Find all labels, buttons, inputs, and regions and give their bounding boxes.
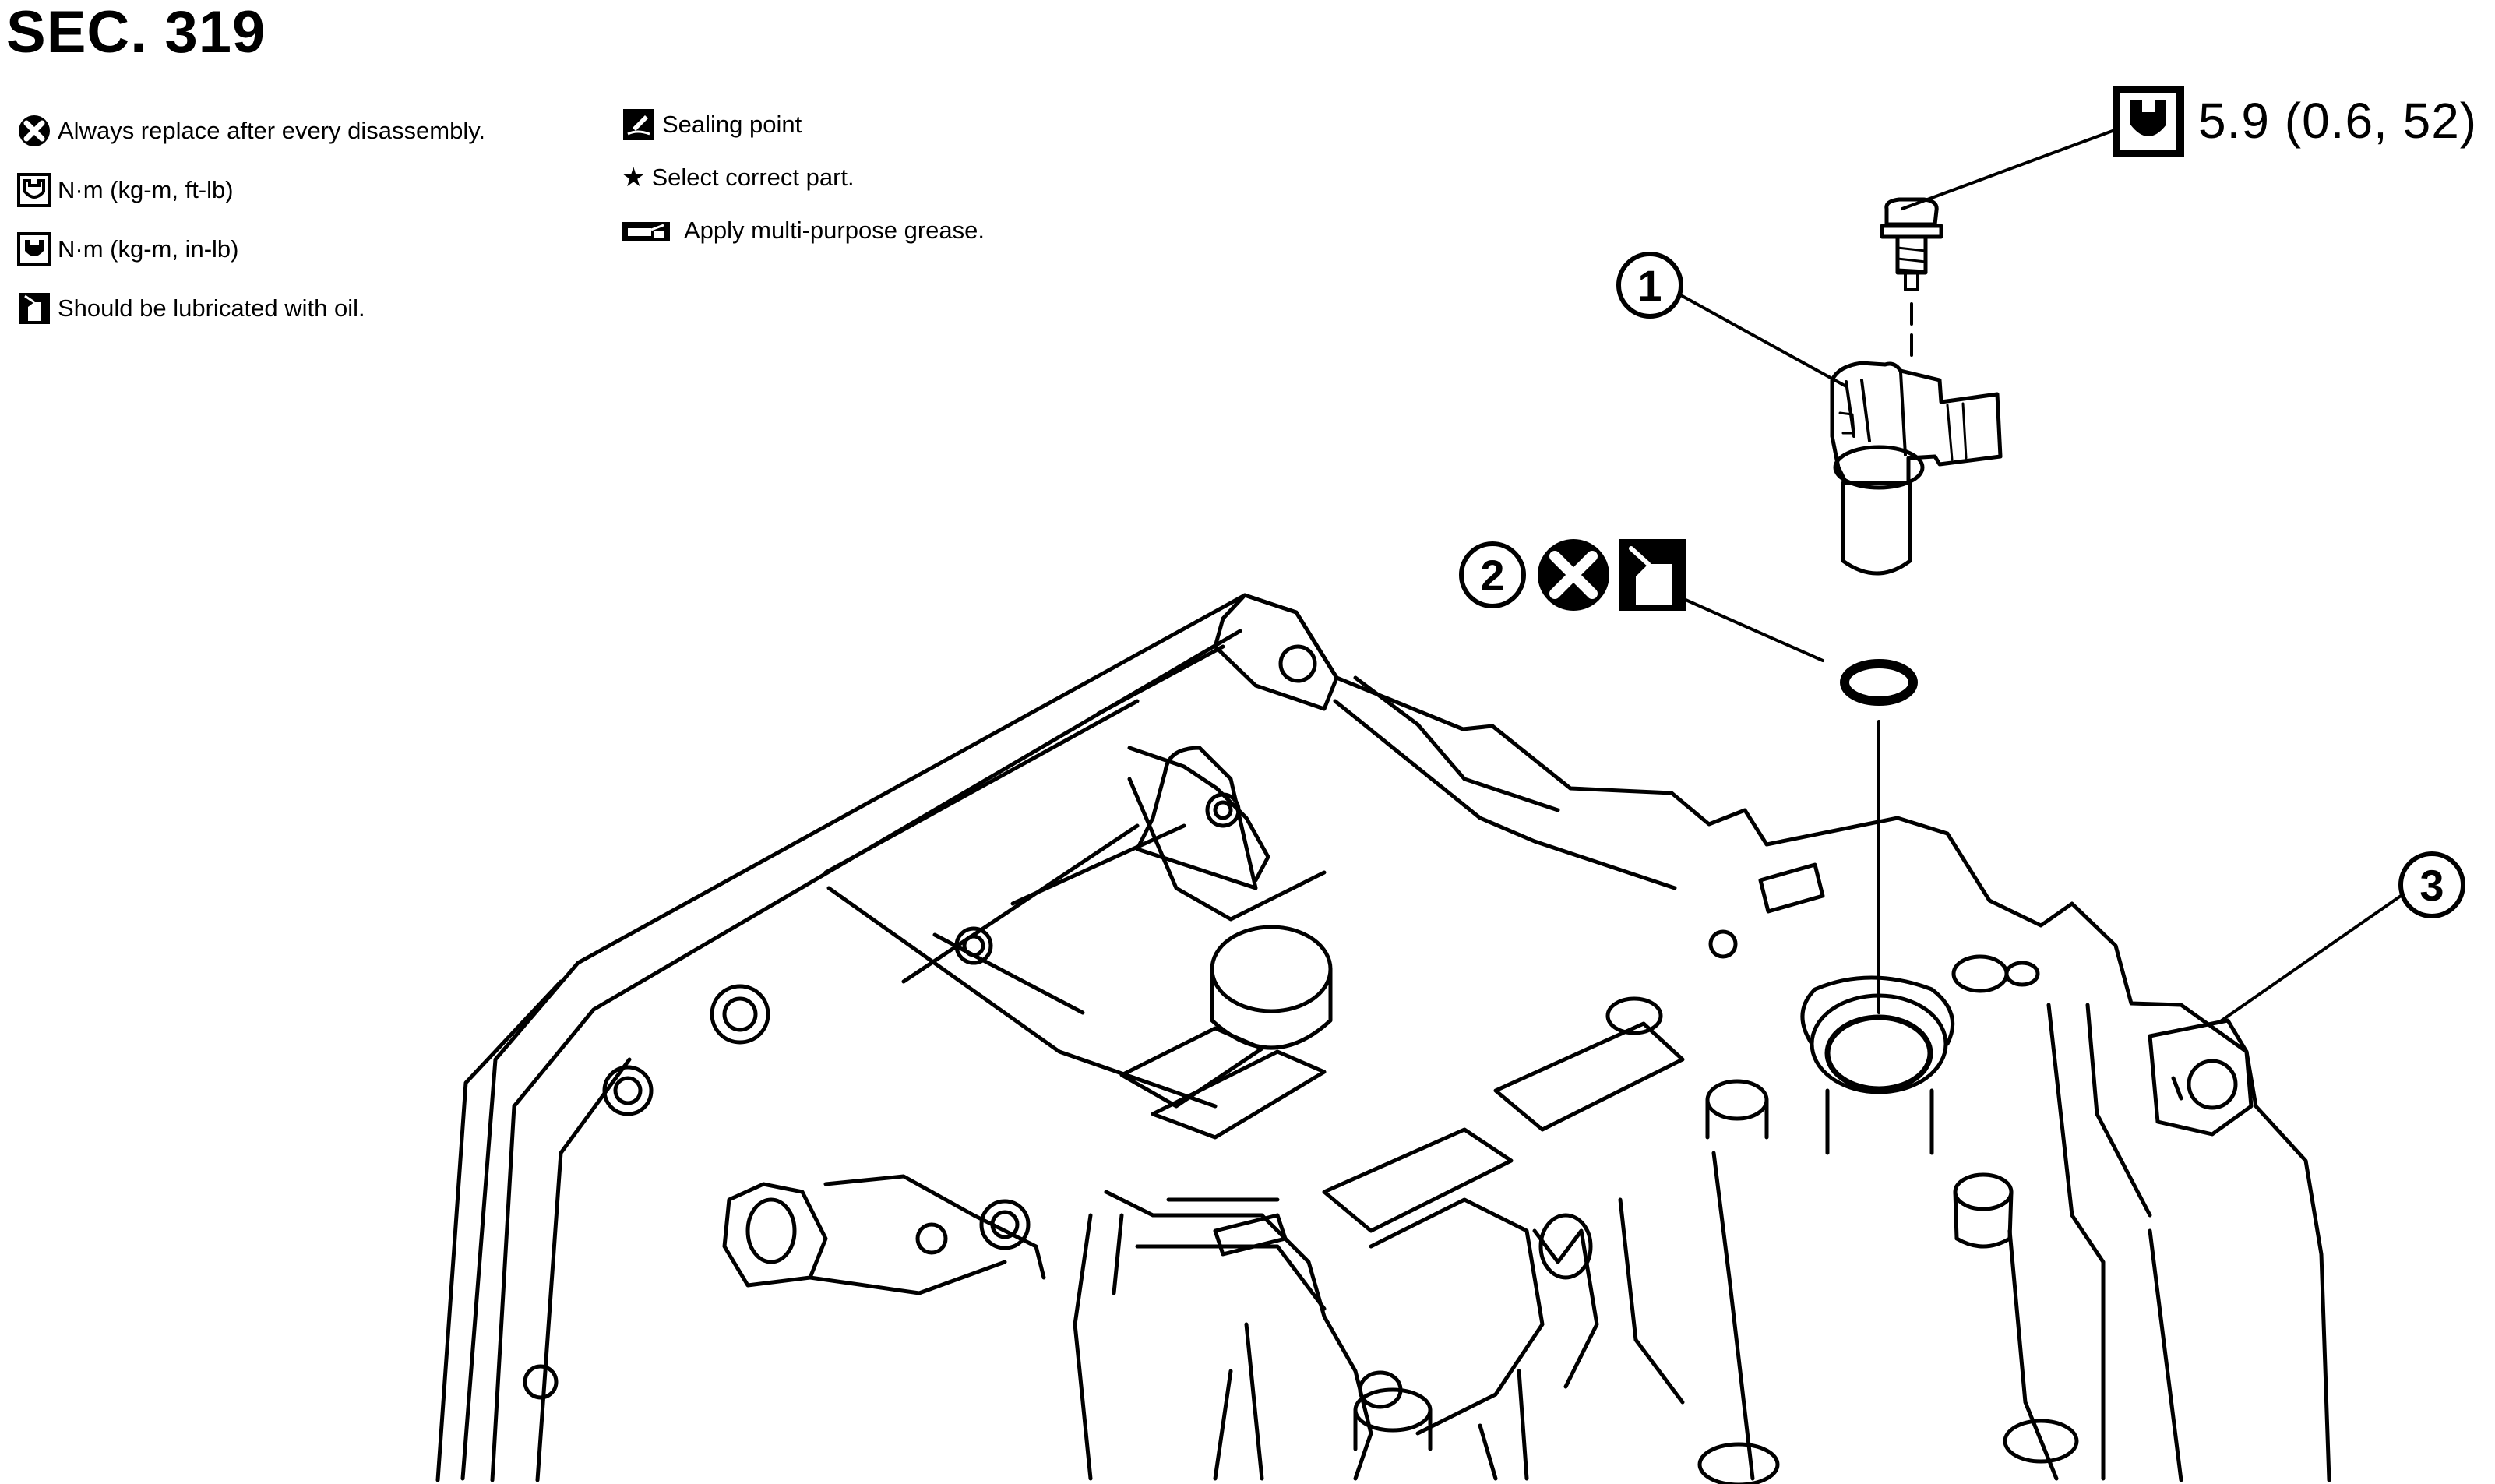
speed-sensor [1830, 361, 2003, 576]
o-ring [1840, 659, 1918, 706]
legend-torque-ftlb: N·m (kg-m, ft-lb) [17, 173, 234, 207]
legend-lubricate: Should be lubricated with oil. [17, 291, 365, 326]
bolt [1880, 197, 1943, 368]
callout-3 [2220, 851, 2465, 1022]
torque-wrench-icon [17, 232, 51, 266]
oil-can-icon [19, 293, 50, 324]
legend-sealing-label: Sealing point [662, 111, 802, 138]
leader-2 [1684, 598, 1824, 662]
replace-icon [19, 115, 50, 146]
legend-torque-inlb-label: N·m (kg-m, in-lb) [58, 235, 239, 263]
legend-select-label: Select correct part. [651, 164, 855, 191]
leader-torque [1901, 129, 2114, 210]
transaxle-case [435, 593, 2331, 1484]
torque-spec-text: 5.9 (0.6, 52) [2198, 93, 2478, 149]
oil-can-icon-callout [1619, 539, 1686, 611]
replace-icon-callout [1538, 539, 1609, 611]
grease-icon [622, 222, 670, 241]
legend-torque-inlb: N·m (kg-m, in-lb) [17, 232, 239, 266]
callout-1-number: 1 [1637, 261, 1662, 310]
legend-replace: Always replace after every disassembly. [17, 114, 485, 148]
legend-grease-label: Apply multi-purpose grease. [684, 217, 985, 244]
legend-select: ★ Select correct part. [622, 162, 855, 193]
torque-spec-icon [2113, 86, 2184, 157]
sealing-icon [623, 109, 654, 140]
section-title: SEC. 319 [6, 0, 266, 65]
callout-2 [1459, 541, 1526, 608]
star-icon: ★ [622, 163, 646, 192]
legend-sealing: Sealing point [622, 108, 802, 142]
legend-replace-label: Always replace after every disassembly. [58, 117, 486, 144]
torque-wrench-outline-icon [17, 173, 51, 207]
callout-1 [1616, 252, 1848, 388]
legend-lubricate-label: Should be lubricated with oil. [58, 294, 365, 322]
legend-torque-ftlb-label: N·m (kg-m, ft-lb) [58, 176, 234, 203]
legend-grease: Apply multi-purpose grease. [622, 217, 985, 245]
callout-3-number: 3 [2419, 861, 2444, 910]
callout-2-number: 2 [1480, 551, 1504, 600]
